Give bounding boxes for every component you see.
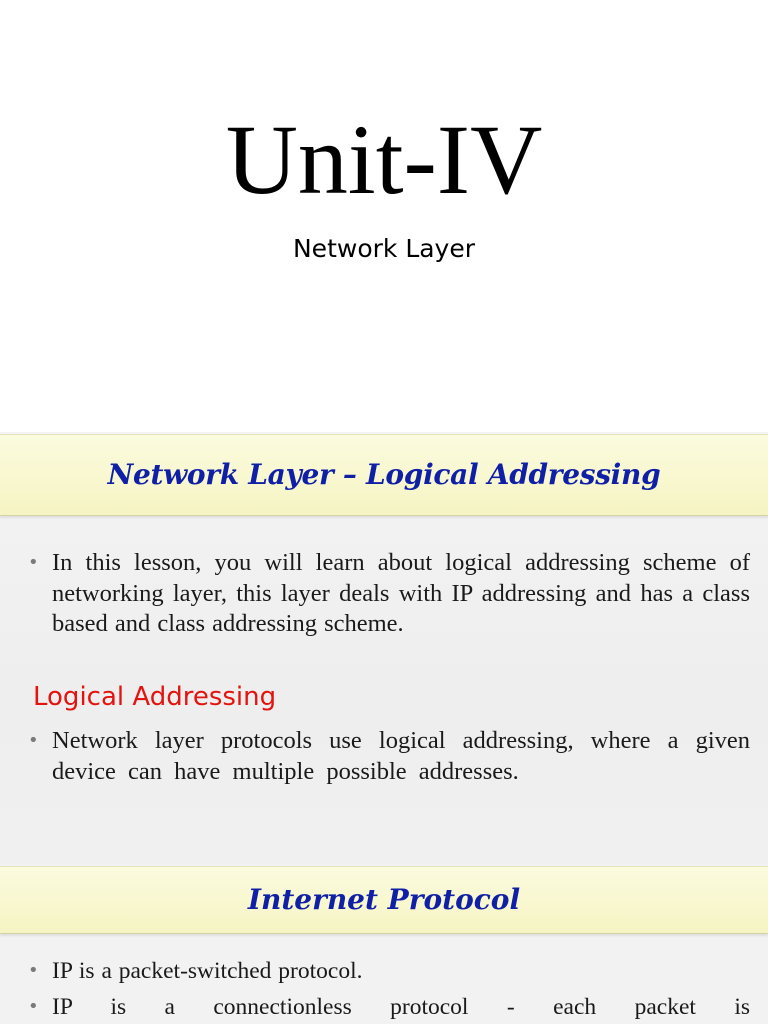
- slide-header-bar: Internet Protocol: [0, 866, 768, 934]
- slide-header-bar: Network Layer – Logical Addressing: [0, 434, 768, 516]
- bullet-text: IP is a connectionless protocol - each p…: [52, 994, 750, 1020]
- bullet-icon: •: [28, 552, 39, 573]
- bullet-text: Network layer protocols use logical addr…: [52, 727, 750, 785]
- title-slide: Unit-IV Network Layer: [0, 0, 768, 432]
- logical-addressing-slide: Network Layer – Logical Addressing • In …: [0, 432, 768, 864]
- bullet-text: IP is a packet-switched protocol.: [52, 958, 363, 984]
- slide-title: Unit-IV: [225, 104, 543, 215]
- internet-protocol-slide: Internet Protocol • IP is a packet-switc…: [0, 864, 768, 1024]
- section-heading: Logical Addressing: [33, 682, 277, 712]
- slide-subtitle: Network Layer: [292, 234, 476, 263]
- slide-header-title: Network Layer – Logical Addressing: [107, 458, 661, 491]
- bullet-item: • IP is a connectionless protocol - each…: [28, 992, 750, 1022]
- bullet-item: • Network layer protocols use logical ad…: [28, 726, 750, 787]
- bullet-text: In this lesson, you will learn about log…: [52, 549, 750, 637]
- bullet-icon: •: [28, 730, 39, 751]
- slide-header-title: Internet Protocol: [247, 883, 521, 916]
- bullet-item: • In this lesson, you will learn about l…: [28, 548, 750, 640]
- bullet-icon: •: [28, 996, 39, 1017]
- bullet-icon: •: [28, 960, 39, 981]
- bullet-item: • IP is a packet-switched protocol.: [28, 956, 750, 986]
